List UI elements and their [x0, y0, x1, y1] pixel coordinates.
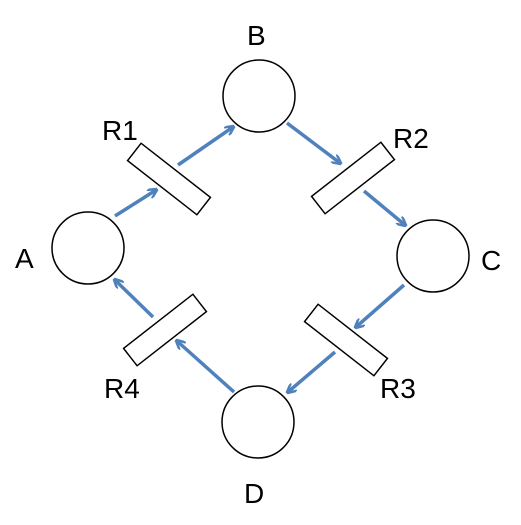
transition-r4: [122, 293, 208, 367]
arc-r1-to-b: [177, 127, 233, 167]
arc-b-to-r2: [285, 121, 340, 163]
place-label-d: D: [244, 478, 264, 509]
arc-d-to-r4: [177, 341, 236, 394]
transitions: [122, 141, 396, 377]
transition-label-r4: R4: [104, 373, 140, 404]
place-b: [222, 59, 296, 133]
labels: A B C D R1 R2 R3 R4: [15, 20, 501, 509]
arc-c-to-r3: [356, 283, 406, 327]
arc-r2-to-c: [362, 189, 405, 225]
place-a: [51, 211, 125, 285]
place-c: [396, 219, 470, 293]
transition-label-r2: R2: [393, 123, 429, 154]
arc-r4-to-a: [115, 280, 155, 319]
transition-r2: [310, 141, 396, 215]
transition-r3: [303, 303, 389, 377]
transition-label-r1: R1: [102, 115, 138, 146]
transition-label-r3: R3: [380, 373, 416, 404]
place-label-c: C: [481, 245, 501, 276]
arc-a-to-r1: [114, 190, 156, 218]
arc-r3-to-d: [288, 350, 337, 392]
place-d: [221, 385, 295, 459]
arcs: [114, 121, 406, 394]
places: [51, 59, 470, 459]
place-label-b: B: [247, 20, 266, 51]
transition-r1: [126, 142, 212, 216]
place-label-a: A: [15, 243, 34, 274]
